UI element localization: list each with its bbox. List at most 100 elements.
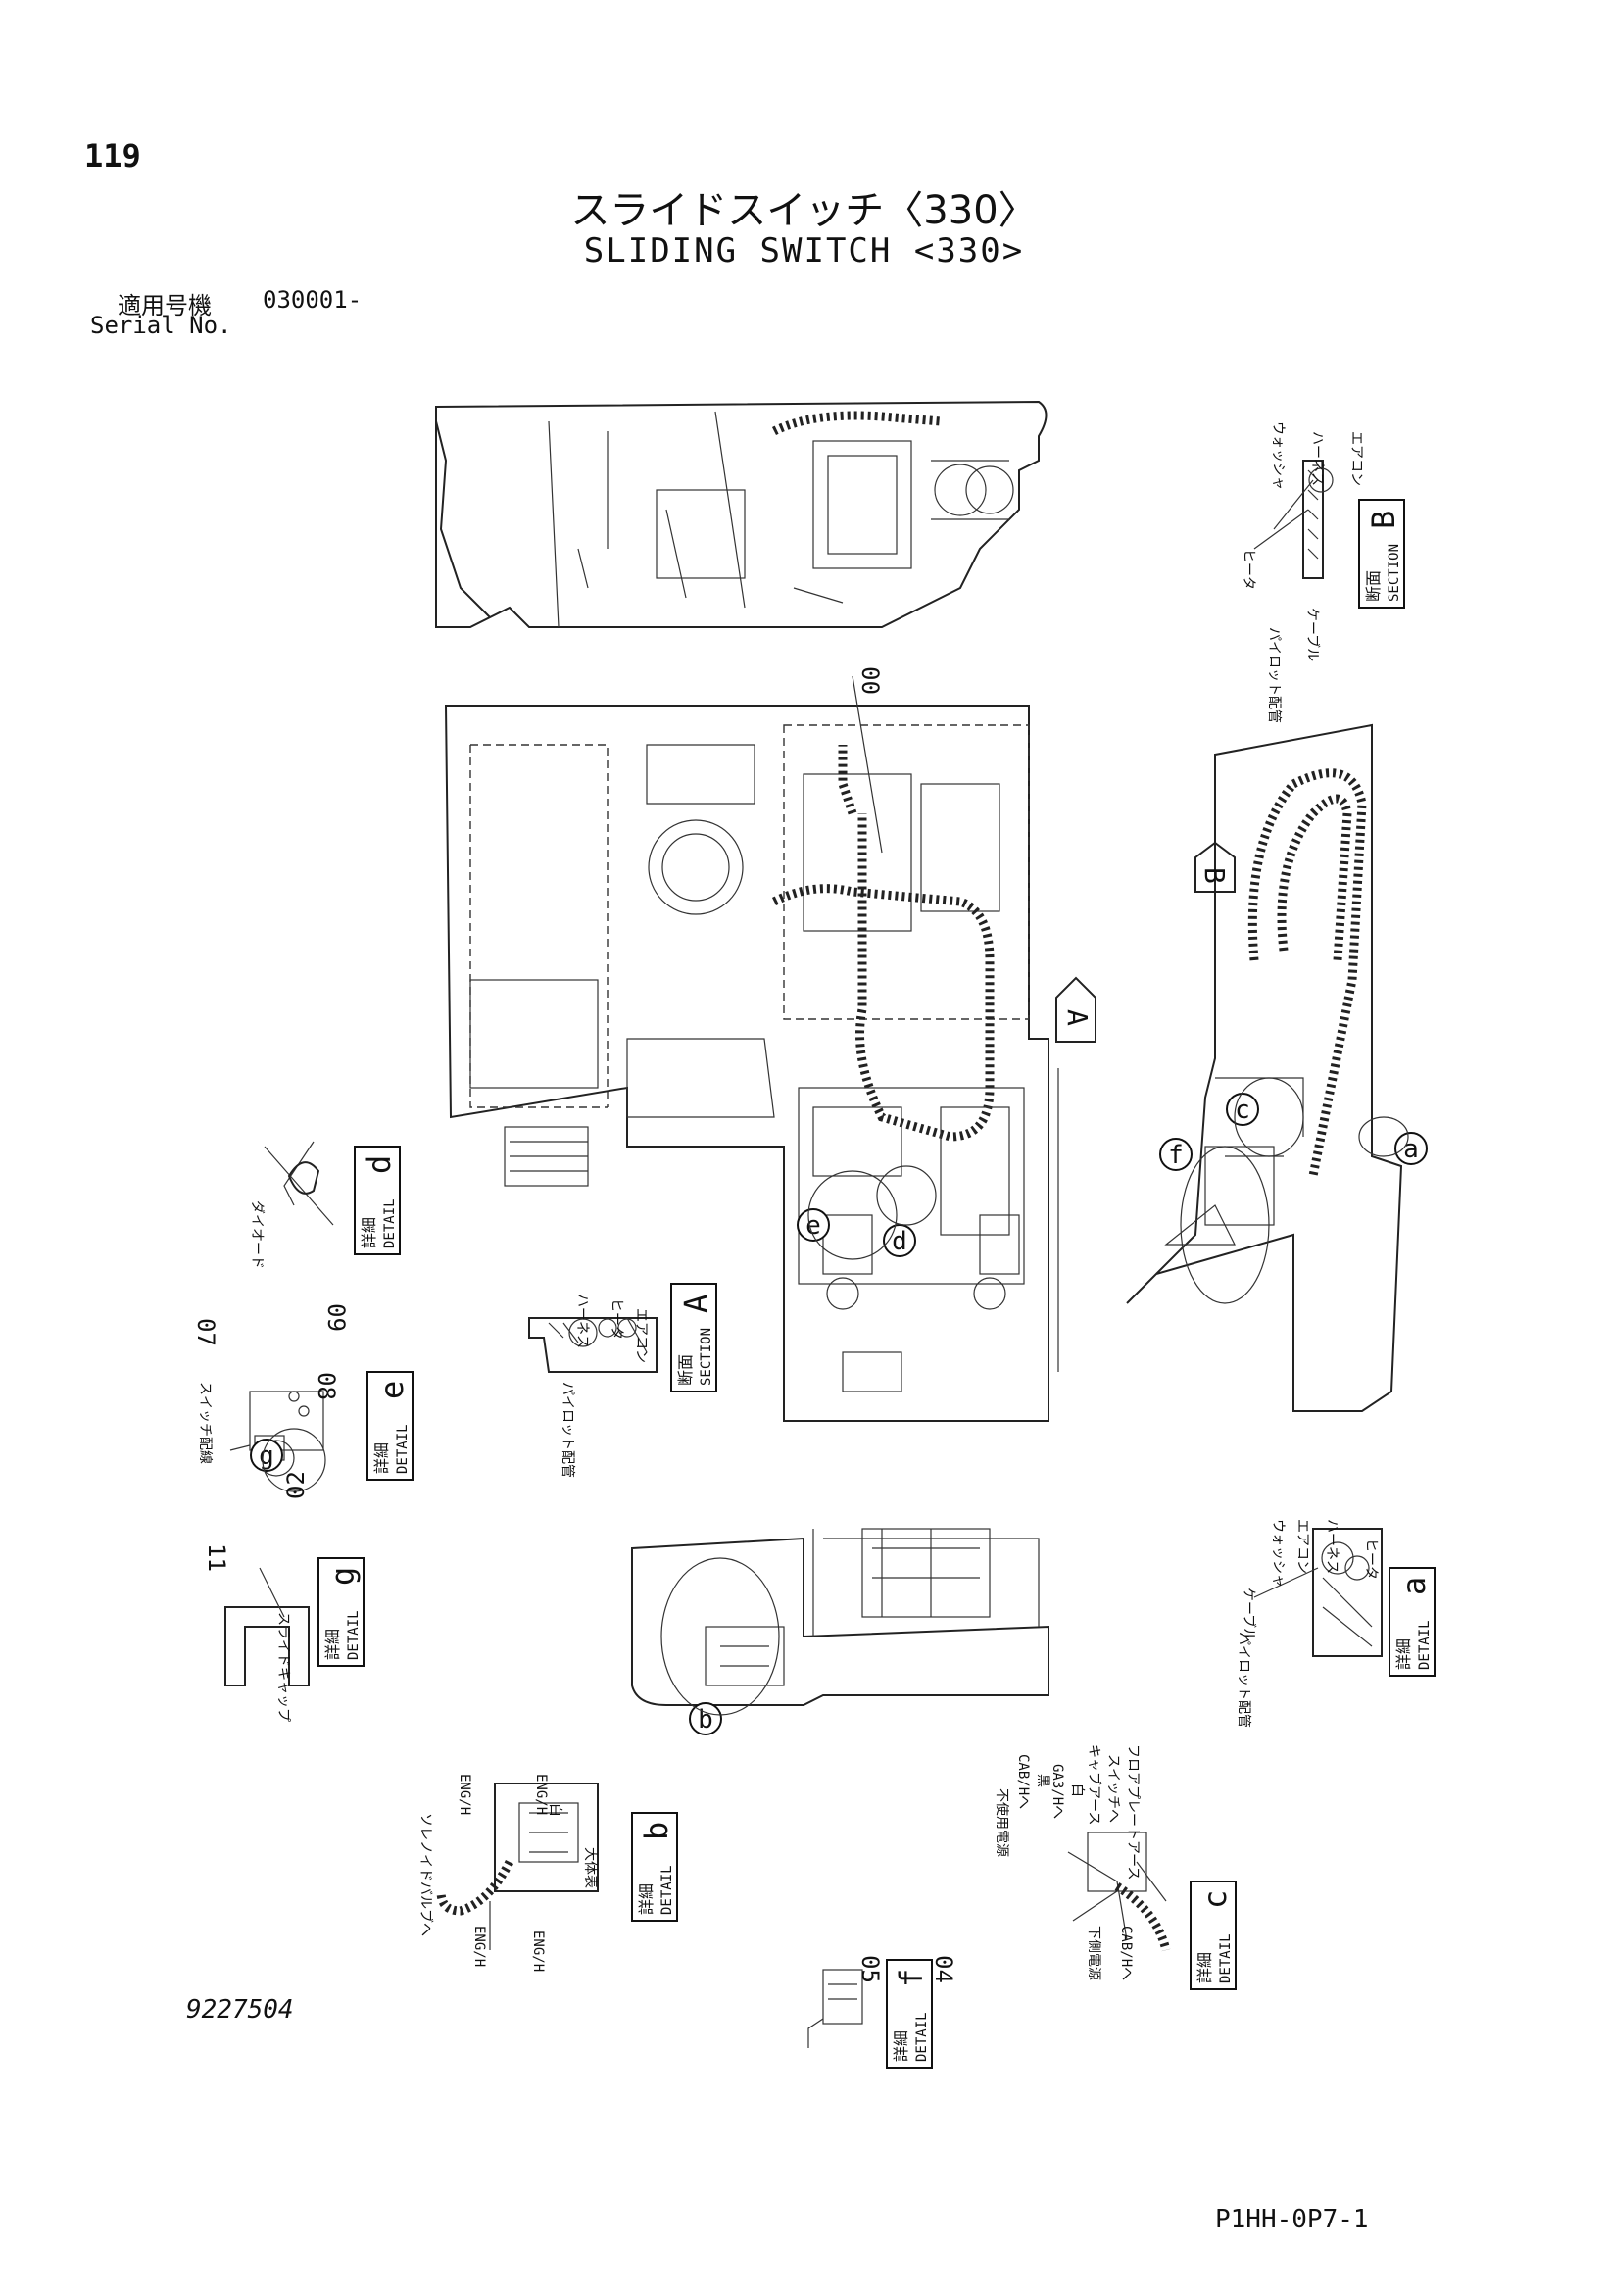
label-harness-a2: ハーネス bbox=[1324, 1519, 1340, 1574]
label-eng-h-top-2: ENG/H bbox=[533, 1774, 549, 1815]
upper-structure-side-view bbox=[1126, 723, 1403, 1412]
detail-marker-a: a bbox=[1394, 1132, 1428, 1165]
label-lower-power: 下側電源 bbox=[1086, 1926, 1101, 1980]
label-switch-to: スイッチへ bbox=[1105, 1754, 1121, 1823]
detail-box-c: 詳細 DETAIL c bbox=[1190, 1881, 1237, 1990]
label-heater-a2: ヒータ bbox=[1363, 1539, 1379, 1580]
part-number: P1HH-0P7-1 bbox=[1215, 2205, 1369, 2234]
detail-area-b bbox=[660, 1557, 780, 1716]
detail-marker-c: c bbox=[1226, 1093, 1259, 1126]
detail-box-d: 詳細 DETAIL d bbox=[354, 1146, 401, 1255]
item-number-09: 09 bbox=[322, 1303, 350, 1332]
svg-text:詳細: 詳細 bbox=[372, 1442, 391, 1474]
section-box-b: 断面 SECTION B bbox=[1358, 499, 1405, 609]
detail-box-f: 詳細 DETAIL f bbox=[886, 1959, 933, 2069]
view-arrow-a-label: A bbox=[1061, 1009, 1094, 1026]
view-arrow-b-label: B bbox=[1198, 867, 1231, 884]
svg-text:g: g bbox=[324, 1567, 362, 1586]
svg-text:DETAIL: DETAIL bbox=[1417, 1620, 1433, 1670]
label-eng-h-bottom-2: ENG/H bbox=[530, 1930, 546, 1972]
label-eng-h-white: 白 bbox=[547, 1803, 562, 1817]
detail-marker-e: e bbox=[797, 1208, 830, 1242]
svg-text:b: b bbox=[698, 1705, 713, 1734]
svg-text:DETAIL: DETAIL bbox=[382, 1198, 398, 1248]
detail-b-drawing bbox=[436, 1783, 599, 1950]
drawing-number: 9227504 bbox=[186, 1995, 294, 2025]
label-cable-a: ケーブル bbox=[1241, 1588, 1257, 1641]
section-b-drawing bbox=[1253, 460, 1334, 579]
label-heater-b: ヒータ bbox=[1241, 549, 1256, 590]
serial-label-japanese: 適用号機 bbox=[118, 292, 212, 319]
label-eng-h-top: ENG/H bbox=[457, 1774, 472, 1815]
svg-text:DETAIL: DETAIL bbox=[914, 2012, 930, 2062]
svg-text:詳細: 詳細 bbox=[1394, 1638, 1413, 1670]
svg-text:DETAIL: DETAIL bbox=[1218, 1933, 1234, 1983]
label-ga3-white: 白 bbox=[1069, 1783, 1085, 1797]
serial-label-english: Serial No. bbox=[90, 312, 232, 339]
detail-marker-f: f bbox=[1159, 1138, 1193, 1171]
detail-marker-b: b bbox=[689, 1702, 722, 1735]
svg-text:DETAIL: DETAIL bbox=[395, 1424, 411, 1474]
svg-text:d: d bbox=[361, 1155, 398, 1174]
detail-a-drawing bbox=[1253, 1528, 1383, 1657]
label-pilot-piping-b: パイロット配管 bbox=[1266, 627, 1282, 723]
svg-text:断面: 断面 bbox=[676, 1354, 695, 1386]
label-cab-h-black: 黒 bbox=[1035, 1774, 1050, 1787]
label-aircon-a2: エアコン bbox=[1294, 1519, 1310, 1574]
label-harness-a: ハーネス bbox=[574, 1294, 590, 1348]
svg-text:b: b bbox=[638, 1822, 675, 1840]
detail-area-f bbox=[1180, 1146, 1270, 1304]
item-number-05: 05 bbox=[856, 1955, 884, 1983]
svg-text:DETAIL: DETAIL bbox=[659, 1865, 675, 1915]
detail-box-g: 詳細 DETAIL g bbox=[317, 1557, 365, 1667]
label-harness-b: ハーネス bbox=[1309, 431, 1325, 486]
svg-text:f: f bbox=[893, 1969, 930, 1987]
label-cab-earth: キャブアース bbox=[1086, 1744, 1102, 1825]
svg-text:詳細: 詳細 bbox=[892, 2030, 910, 2062]
svg-text:詳細: 詳細 bbox=[1195, 1952, 1214, 1983]
svg-text:断面: 断面 bbox=[1364, 570, 1383, 602]
detail-c-drawing bbox=[1067, 1832, 1171, 1952]
lower-structure-plan bbox=[631, 1528, 1049, 1706]
label-ga3-h: GA3/Hへ bbox=[1049, 1764, 1065, 1819]
detail-area-e bbox=[807, 1170, 898, 1260]
serial-range: 030001- bbox=[263, 286, 363, 314]
label-aircon-b: エアコン bbox=[1348, 431, 1364, 486]
svg-text:B: B bbox=[1365, 511, 1402, 529]
detail-marker-d: d bbox=[883, 1224, 916, 1257]
svg-text:SECTION: SECTION bbox=[699, 1328, 714, 1386]
svg-text:詳細: 詳細 bbox=[323, 1629, 342, 1660]
label-pilot-piping-a: パイロット配管 bbox=[560, 1382, 575, 1478]
svg-text:d: d bbox=[892, 1227, 907, 1256]
svg-text:e: e bbox=[373, 1381, 411, 1399]
svg-text:詳細: 詳細 bbox=[637, 1883, 656, 1915]
svg-text:DETAIL: DETAIL bbox=[346, 1610, 362, 1660]
detail-box-e: 詳細 DETAIL e bbox=[366, 1371, 414, 1481]
detail-area-g bbox=[262, 1428, 326, 1492]
label-diode: ダイオード bbox=[249, 1200, 265, 1269]
item-number-11: 11 bbox=[203, 1543, 230, 1572]
svg-text:c: c bbox=[1235, 1096, 1250, 1125]
title-english: SLIDING SWITCH <330> bbox=[583, 231, 1025, 270]
page-number: 119 bbox=[84, 137, 141, 174]
item-number-08: 08 bbox=[313, 1372, 340, 1400]
label-unused-power: 不使用電源 bbox=[994, 1788, 1010, 1857]
detail-f-drawing bbox=[807, 1969, 863, 2048]
label-floor-plate-earth: フロアプレートアース bbox=[1125, 1744, 1141, 1880]
upper-structure-plan bbox=[444, 675, 1096, 1422]
svg-text:a: a bbox=[1403, 1135, 1419, 1164]
label-washer-b: ウォッシャ bbox=[1270, 421, 1286, 490]
label-eng-h-bottom: ENG/H bbox=[471, 1926, 487, 1967]
label-slide-cap: スライドキャップ bbox=[275, 1612, 291, 1722]
section-a-drawing bbox=[528, 1317, 658, 1373]
label-washer-a: ウォッシャ bbox=[1270, 1519, 1286, 1588]
detail-box-b: 詳細 DETAIL b bbox=[631, 1812, 678, 1922]
svg-text:A: A bbox=[677, 1295, 714, 1313]
svg-text:詳細: 詳細 bbox=[360, 1217, 378, 1248]
label-cable-b: ケーブル bbox=[1304, 608, 1321, 661]
svg-text:c: c bbox=[1196, 1890, 1234, 1909]
detail-area-a bbox=[1358, 1116, 1409, 1157]
label-aircon-a: エアコン bbox=[633, 1308, 649, 1363]
section-box-a: 断面 SECTION A bbox=[670, 1283, 717, 1392]
